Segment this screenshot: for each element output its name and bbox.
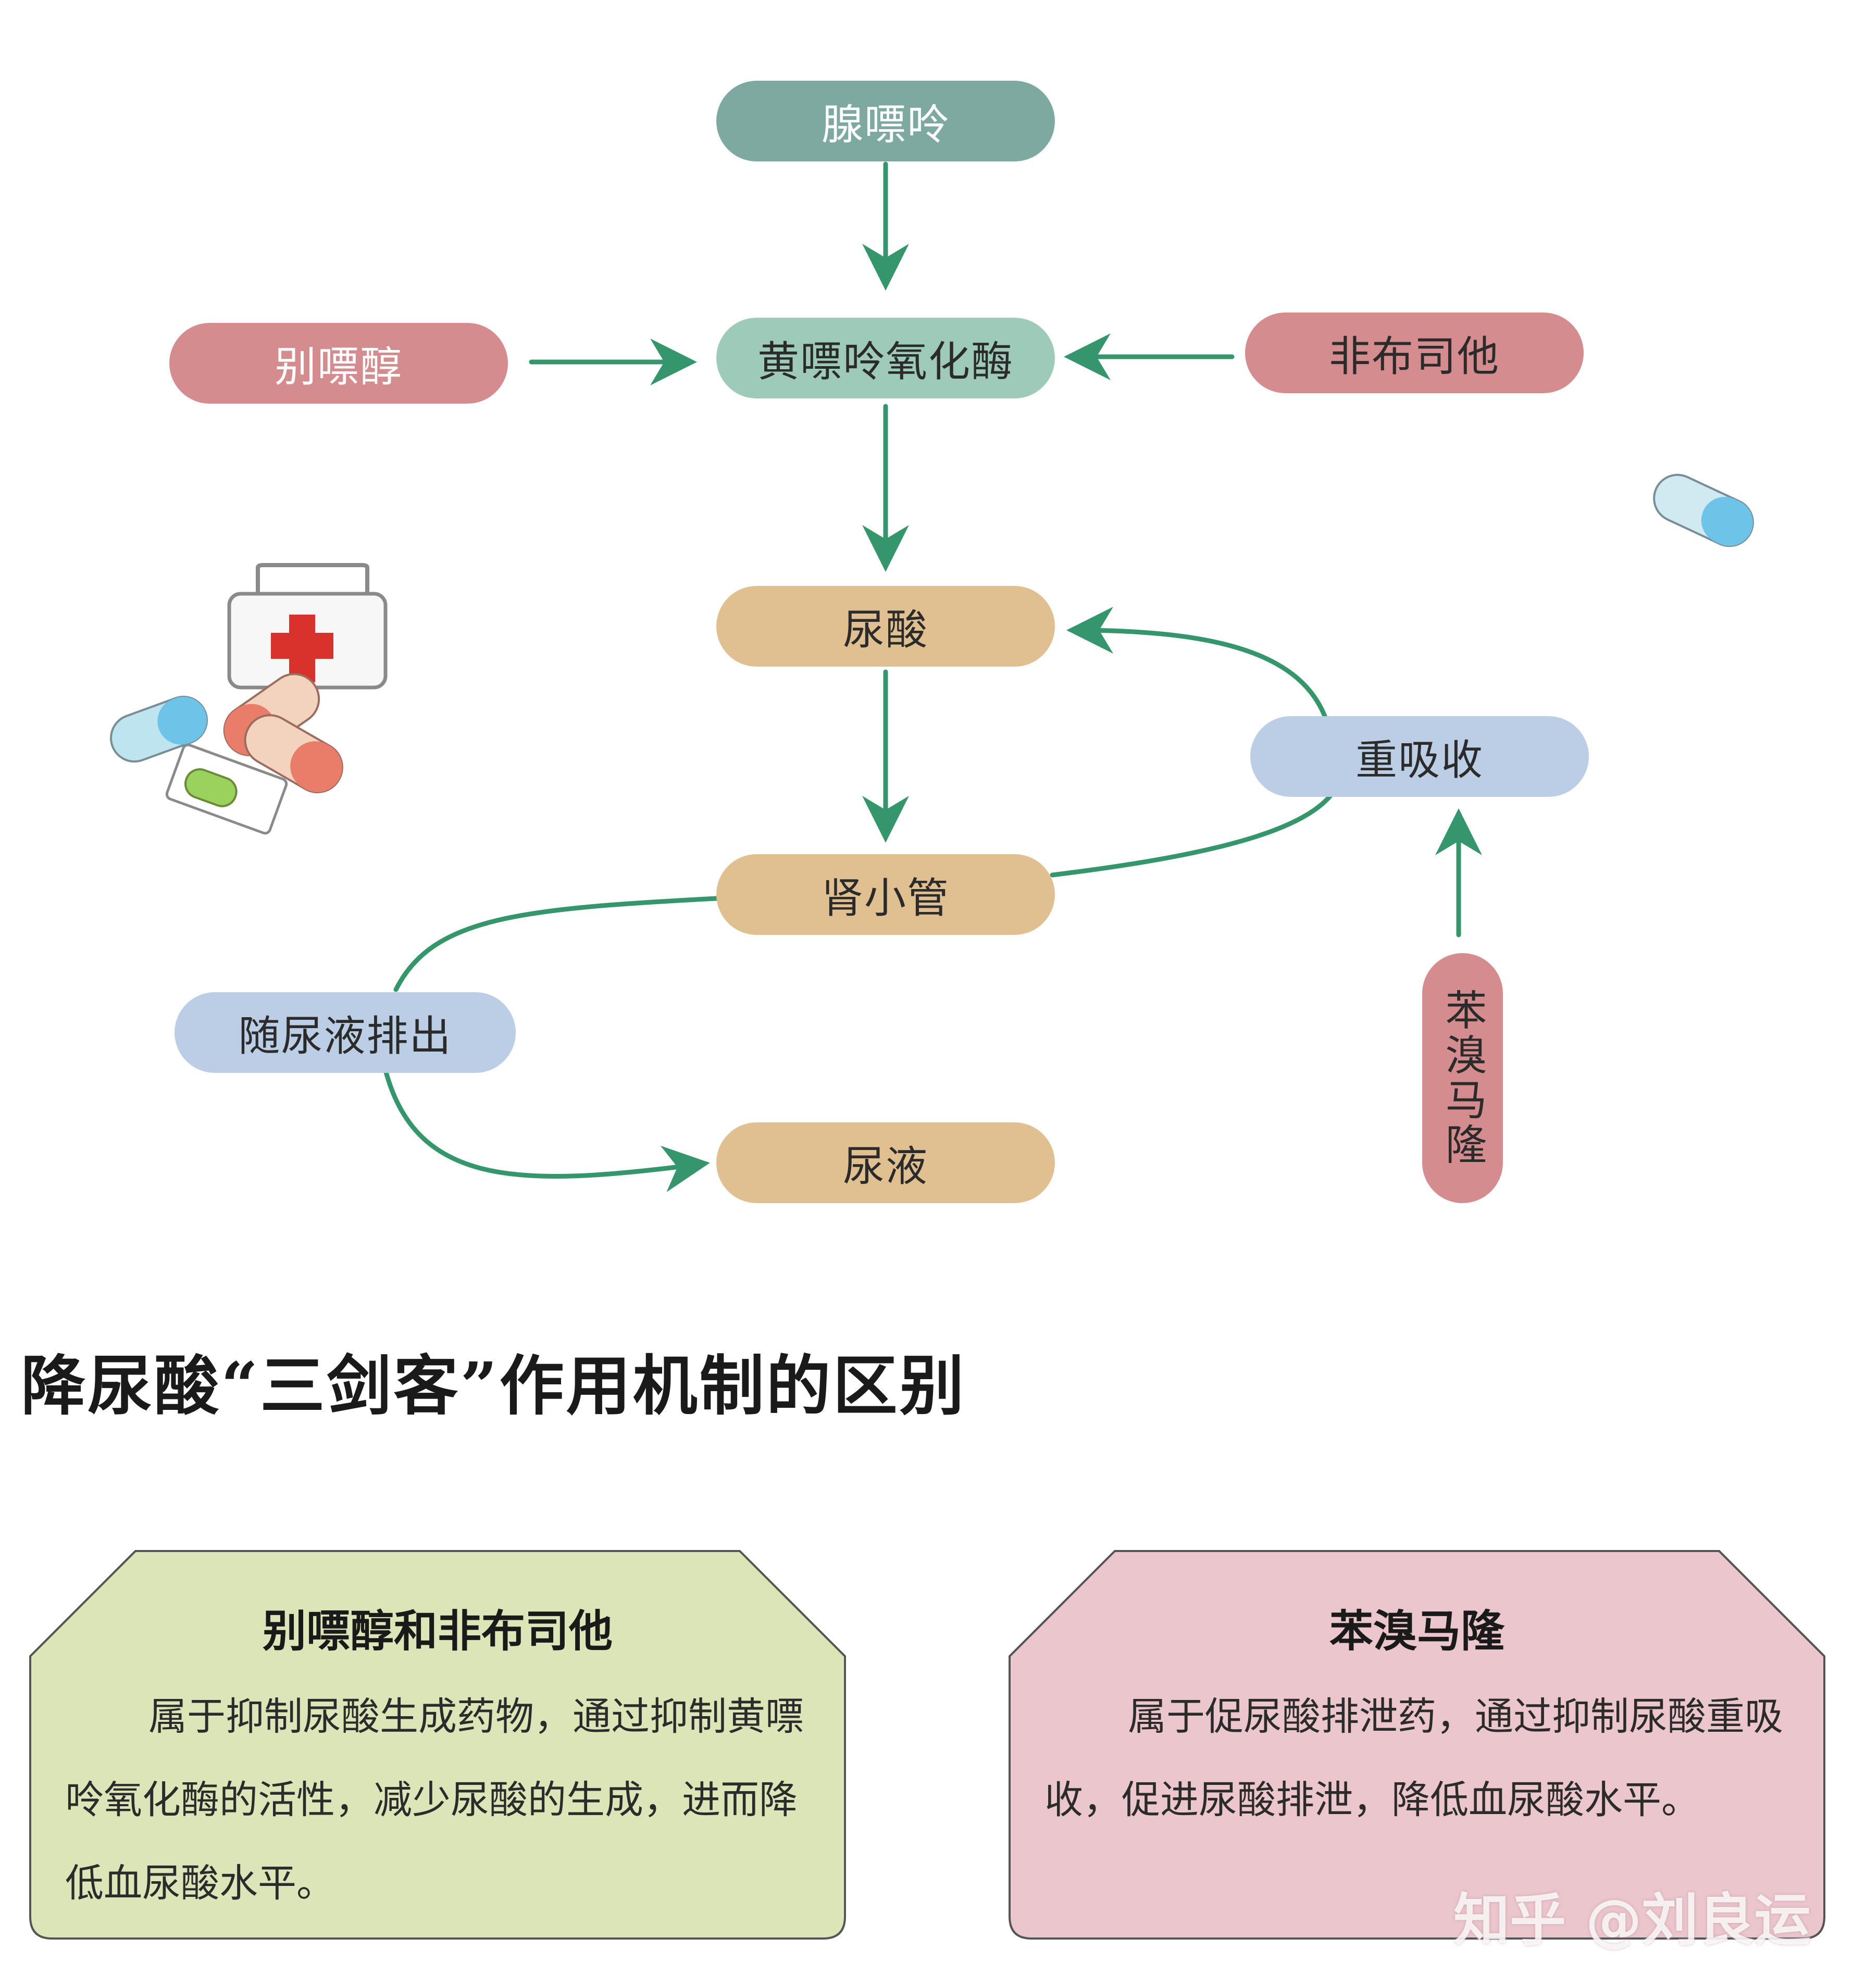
node-febuxostat: 非布司他 bbox=[1245, 312, 1584, 393]
node-adenine: 腺嘌呤 bbox=[716, 81, 1055, 161]
node-reabsorption-label: 重吸收 bbox=[1355, 735, 1484, 784]
node-reabsorption: 重吸收 bbox=[1250, 716, 1589, 797]
node-allopurinol: 别嘌醇 bbox=[169, 323, 508, 404]
node-uric-acid: 尿酸 bbox=[716, 586, 1055, 667]
arrow-reabsorption-to-uric-acid bbox=[1066, 607, 1328, 721]
card-allopurinol-febuxostat: 别嘌醇和非布司他 属于抑制尿酸生成药物，通过抑制黄嘌呤氧化酶的活性，减少尿酸的生… bbox=[29, 1549, 847, 1940]
capsule-icon bbox=[1653, 473, 1754, 547]
watermark: 知乎 @刘良运 bbox=[1453, 1888, 1811, 1953]
card-right-shape bbox=[1009, 1550, 1825, 1940]
node-urine: 尿液 bbox=[716, 1122, 1055, 1203]
node-excreted-with-urine: 随尿液排出 bbox=[175, 992, 516, 1073]
node-benzbromarone-label: 苯溴马隆 bbox=[1438, 989, 1487, 1168]
node-adenine-label: 腺嘌呤 bbox=[822, 100, 950, 149]
node-urine-label: 尿液 bbox=[843, 1142, 928, 1191]
card-right-title: 苯溴马隆 bbox=[1329, 1606, 1504, 1657]
node-benzbromarone: 苯溴马隆 bbox=[1422, 953, 1503, 1203]
node-excreted-with-urine-label: 随尿液排出 bbox=[238, 1011, 452, 1060]
first-aid-kit-icon bbox=[110, 563, 388, 835]
flow-arrows bbox=[110, 161, 1754, 1192]
card-right-body: 属于促尿酸排泄药，通过抑制尿酸重吸收，促进尿酸排泄，降低血尿酸水平。 bbox=[1044, 1694, 1783, 1822]
card-left-title: 别嘌醇和非布司他 bbox=[262, 1606, 613, 1657]
node-xanthine-oxidase: 黄嘌呤氧化酶 bbox=[716, 318, 1055, 398]
card-left-shape bbox=[29, 1550, 846, 1940]
card-left-body: 属于抑制尿酸生成药物，通过抑制黄嘌呤氧化酶的活性，减少尿酸的生成，进而降低血尿酸… bbox=[65, 1694, 804, 1906]
node-xanthine-oxidase-label: 黄嘌呤氧化酶 bbox=[757, 337, 1014, 386]
arrow-excreted-to-urine bbox=[383, 1068, 710, 1192]
curve-tubule-to-reabsorption bbox=[1050, 789, 1336, 878]
card-benzbromarone: 苯溴马隆 属于促尿酸排泄药，通过抑制尿酸重吸收，促进尿酸排泄，降低血尿酸水平。 bbox=[1008, 1549, 1826, 1940]
node-renal-tubule: 肾小管 bbox=[716, 854, 1055, 935]
node-allopurinol-label: 别嘌醇 bbox=[275, 342, 403, 391]
curve-tubule-to-excreted bbox=[393, 896, 719, 992]
node-febuxostat-label: 非布司他 bbox=[1329, 332, 1500, 381]
node-uric-acid-label: 尿酸 bbox=[843, 605, 928, 654]
node-renal-tubule-label: 肾小管 bbox=[822, 873, 950, 922]
section-heading: 降尿酸“三剑客”作用机制的区别 bbox=[21, 1348, 966, 1424]
